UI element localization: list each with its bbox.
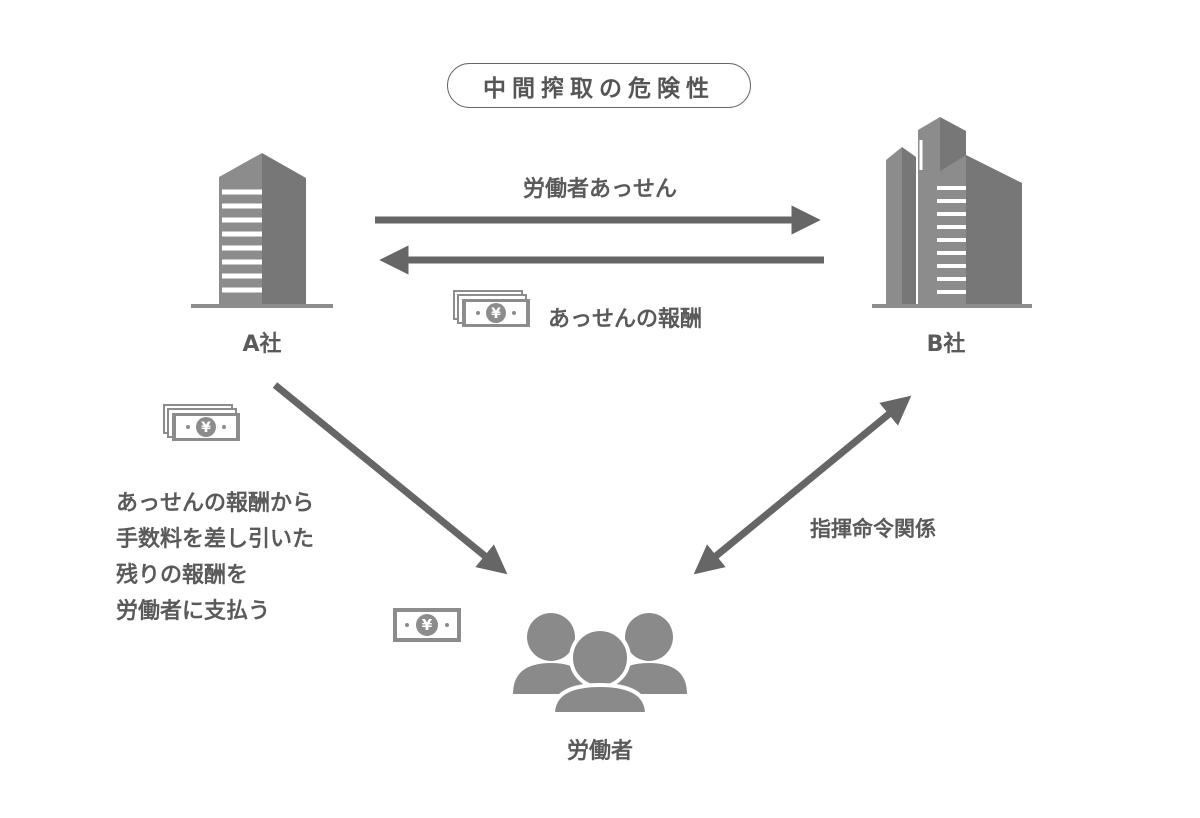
command-relationship-label: 指揮命令関係 <box>810 517 936 541</box>
yen-symbol: ¥ <box>201 420 211 436</box>
payment-note: あっせんの報酬から 手数料を差し引いた 残りの報酬を 労働者に支払う <box>116 486 314 630</box>
worker-label: 労働者 <box>566 739 633 764</box>
mediation-fee-label: あっせんの報酬 <box>548 307 703 332</box>
office-building-icon <box>191 153 333 308</box>
payment-note-line: 手数料を差し引いた <box>116 527 315 552</box>
diagram-title: 中間搾取の危険性 <box>447 63 751 108</box>
yen-banknote-icon: ¥ <box>393 608 461 642</box>
company-b-label: B社 <box>926 332 966 357</box>
company-a-label: A社 <box>242 332 282 357</box>
yen-banknote-icon: ¥ <box>453 290 530 327</box>
office-towers-icon <box>872 117 1032 308</box>
payment-note-line: 労働者に支払う <box>116 599 271 624</box>
yen-symbol: ¥ <box>422 616 433 634</box>
yen-banknote-icon: ¥ <box>163 404 240 441</box>
yen-symbol: ¥ <box>491 306 501 322</box>
arrow-worker-b-bidirectional <box>693 395 912 575</box>
mediation-label: 労働者あっせん <box>522 177 677 202</box>
payment-note-line: 残りの報酬を <box>116 563 249 588</box>
people-group-icon <box>513 613 687 716</box>
arrow-a-to-worker <box>272 382 508 575</box>
payment-note-line: あっせんの報酬から <box>116 491 315 516</box>
